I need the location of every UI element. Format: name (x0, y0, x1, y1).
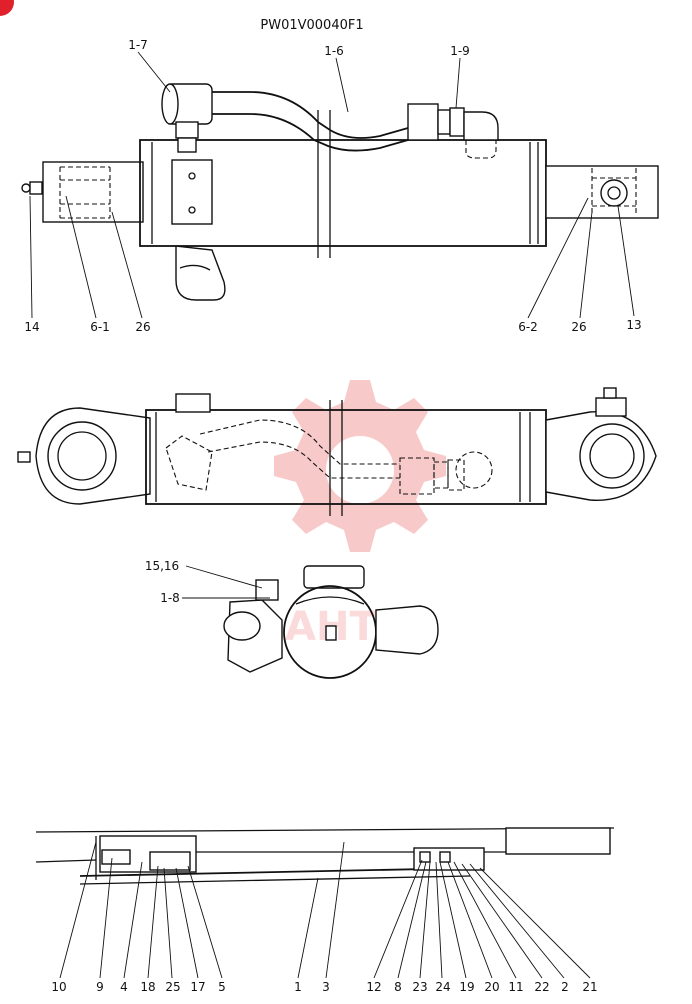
callout-label: 24 (435, 980, 450, 994)
leader-lines (29, 51, 635, 979)
callout-label: 26 (571, 320, 586, 334)
callout-label: 15,16 (145, 559, 179, 573)
corner-badge (0, 0, 14, 16)
callout-label: 22 (534, 980, 549, 994)
callout-label: 10 (51, 980, 66, 994)
callout-label: 6-1 (90, 320, 110, 334)
callout-label: 17 (190, 980, 205, 994)
callout-label: 20 (484, 980, 499, 994)
callout-label: 11 (508, 980, 523, 994)
callout-label: 14 (24, 320, 39, 334)
callout-label: 25 (165, 980, 180, 994)
cylinder-top-view (21, 83, 659, 301)
callout-label: 2 (561, 980, 569, 994)
callout-label: 13 (626, 318, 641, 332)
callout-label: 8 (394, 980, 402, 994)
cylinder-end-view (223, 565, 439, 679)
callouts-end-view: 15,16 1-8 (145, 559, 180, 605)
callouts-section: 10 9 4 18 25 17 5 1 3 12 8 23 24 19 20 1… (51, 980, 597, 994)
callout-label: 6-2 (518, 320, 538, 334)
callout-label: 1-7 (128, 38, 148, 52)
callout-label: 12 (366, 980, 381, 994)
watermark-gear-icon (274, 380, 446, 552)
callout-label: 1 (294, 980, 302, 994)
callout-label: 5 (218, 980, 226, 994)
drawing-code: PW01V00040F1 (260, 18, 363, 33)
callout-label: 18 (140, 980, 155, 994)
cylinder-side-view (17, 387, 657, 516)
callout-label: 21 (582, 980, 597, 994)
callout-label: 1-8 (160, 591, 180, 605)
callout-label: 9 (96, 980, 104, 994)
callout-label: 26 (135, 320, 150, 334)
callout-label: 3 (322, 980, 330, 994)
callout-label: 1-9 (450, 44, 470, 58)
callout-label: 1-6 (324, 44, 344, 58)
callout-label: 19 (459, 980, 474, 994)
callout-label: 23 (412, 980, 427, 994)
callouts-top: 1-7 1-6 1-9 14 6-1 26 6-2 26 13 (24, 38, 641, 334)
callout-label: 4 (120, 980, 128, 994)
cylinder-section-view (35, 827, 615, 885)
